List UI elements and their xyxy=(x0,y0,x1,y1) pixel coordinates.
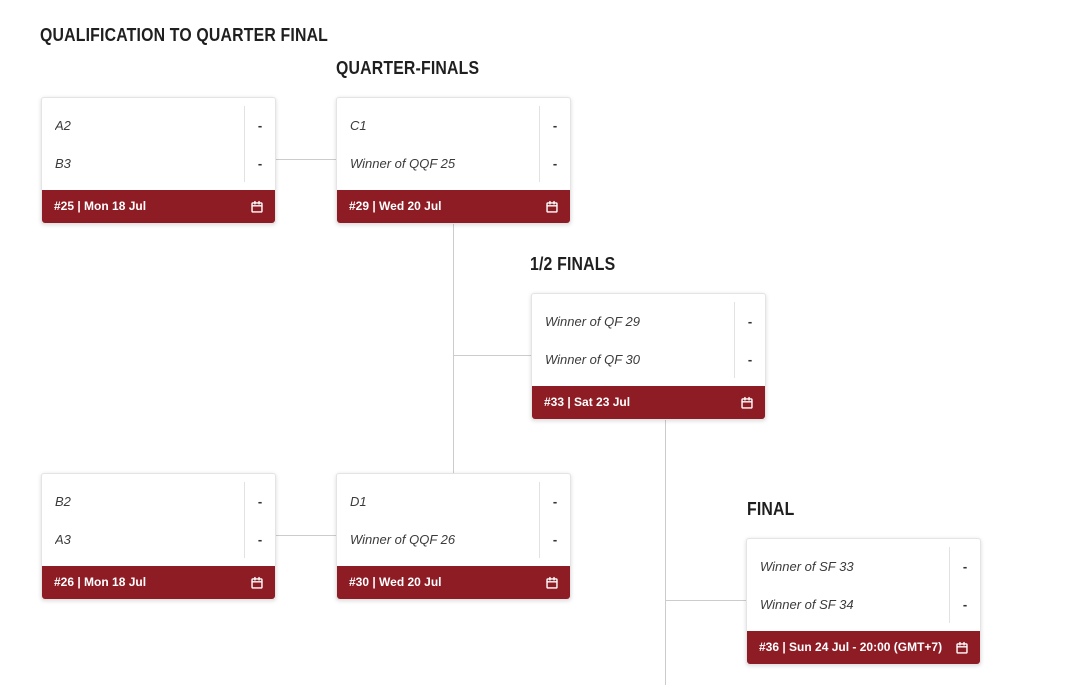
match-footer[interactable]: #25 | Mon 18 Jul xyxy=(42,190,275,223)
match-footer-label: #33 | Sat 23 Jul xyxy=(544,394,631,409)
section-header-semi-finals: 1/2 FINALS xyxy=(530,254,616,274)
team-name: Winner of QF 30 xyxy=(545,351,641,367)
match-body: Winner of SF 33 - Winner of SF 34 - xyxy=(747,539,980,631)
score-divider xyxy=(539,482,540,558)
team-row: Winner of QQF 26 - xyxy=(337,520,570,558)
team-score: - xyxy=(747,313,753,329)
connector-to-final-36 xyxy=(666,600,746,601)
team-row: D1 - xyxy=(337,482,570,520)
match-footer[interactable]: #36 | Sun 24 Jul - 20:00 (GMT+7) xyxy=(747,631,980,664)
team-name: Winner of SF 34 xyxy=(760,596,854,612)
team-name: A3 xyxy=(55,531,71,547)
section-header-quarter-finals: QUARTER-FINALS xyxy=(336,58,480,78)
match-footer-label: #29 | Wed 20 Jul xyxy=(349,198,442,213)
connector-qqf25-to-qf29 xyxy=(276,159,336,160)
match-footer-label: #30 | Wed 20 Jul xyxy=(349,574,442,589)
team-row: A3 - xyxy=(42,520,275,558)
calendar-icon[interactable] xyxy=(545,576,559,590)
team-score: - xyxy=(257,155,263,171)
team-name: A2 xyxy=(55,117,71,133)
match-card-30[interactable]: D1 - Winner of QQF 26 - #30 | Wed 20 Jul xyxy=(336,473,571,600)
team-row: Winner of QF 30 - xyxy=(532,340,765,378)
team-score: - xyxy=(257,531,263,547)
team-score: - xyxy=(552,493,558,509)
connector-qf29-qf30-vertical xyxy=(453,222,454,473)
match-body: Winner of QF 29 - Winner of QF 30 - xyxy=(532,294,765,386)
team-name: D1 xyxy=(350,493,367,509)
team-score: - xyxy=(552,155,558,171)
match-card-25[interactable]: A2 - B3 - #25 | Mon 18 Jul xyxy=(41,97,276,224)
team-score: - xyxy=(552,117,558,133)
calendar-icon[interactable] xyxy=(740,396,754,410)
calendar-icon[interactable] xyxy=(250,576,264,590)
match-body: D1 - Winner of QQF 26 - xyxy=(337,474,570,566)
score-divider xyxy=(539,106,540,182)
match-footer[interactable]: #30 | Wed 20 Jul xyxy=(337,566,570,599)
team-name: C1 xyxy=(350,117,367,133)
team-row: B3 - xyxy=(42,144,275,182)
team-row: Winner of QF 29 - xyxy=(532,302,765,340)
score-divider xyxy=(244,482,245,558)
match-body: B2 - A3 - xyxy=(42,474,275,566)
match-footer[interactable]: #26 | Mon 18 Jul xyxy=(42,566,275,599)
match-card-26[interactable]: B2 - A3 - #26 | Mon 18 Jul xyxy=(41,473,276,600)
match-body: C1 - Winner of QQF 25 - xyxy=(337,98,570,190)
connector-semifinals-vertical xyxy=(665,418,666,685)
team-score: - xyxy=(552,531,558,547)
team-score: - xyxy=(257,117,263,133)
score-divider xyxy=(244,106,245,182)
team-row: Winner of SF 34 - xyxy=(747,585,980,623)
match-card-29[interactable]: C1 - Winner of QQF 25 - #29 | Wed 20 Jul xyxy=(336,97,571,224)
calendar-icon[interactable] xyxy=(545,200,559,214)
section-header-final: FINAL xyxy=(747,499,795,519)
team-row: C1 - xyxy=(337,106,570,144)
match-footer[interactable]: #33 | Sat 23 Jul xyxy=(532,386,765,419)
section-header-qualification: QUALIFICATION TO QUARTER FINAL xyxy=(40,25,329,45)
team-row: Winner of SF 33 - xyxy=(747,547,980,585)
team-name: Winner of QQF 26 xyxy=(350,531,456,547)
match-footer-label: #26 | Mon 18 Jul xyxy=(54,574,147,589)
match-card-36[interactable]: Winner of SF 33 - Winner of SF 34 - #36 … xyxy=(746,538,981,665)
team-row: Winner of QQF 25 - xyxy=(337,144,570,182)
team-score: - xyxy=(257,493,263,509)
match-footer-label: #36 | Sun 24 Jul - 20:00 (GMT+7) xyxy=(759,639,943,654)
team-name: Winner of QF 29 xyxy=(545,313,641,329)
match-card-33[interactable]: Winner of QF 29 - Winner of QF 30 - #33 … xyxy=(531,293,766,420)
calendar-icon[interactable] xyxy=(250,200,264,214)
match-footer[interactable]: #29 | Wed 20 Jul xyxy=(337,190,570,223)
team-row: B2 - xyxy=(42,482,275,520)
team-score: - xyxy=(747,351,753,367)
team-name: B3 xyxy=(55,155,71,171)
team-row: A2 - xyxy=(42,106,275,144)
calendar-icon[interactable] xyxy=(955,641,969,655)
score-divider xyxy=(949,547,950,623)
team-name: Winner of SF 33 xyxy=(760,558,854,574)
match-body: A2 - B3 - xyxy=(42,98,275,190)
match-footer-label: #25 | Mon 18 Jul xyxy=(54,198,147,213)
team-name: B2 xyxy=(55,493,71,509)
team-name: Winner of QQF 25 xyxy=(350,155,456,171)
team-score: - xyxy=(962,558,968,574)
team-score: - xyxy=(962,596,968,612)
connector-qqf26-to-qf30 xyxy=(276,535,336,536)
connector-to-semifinal-33 xyxy=(454,355,531,356)
score-divider xyxy=(734,302,735,378)
